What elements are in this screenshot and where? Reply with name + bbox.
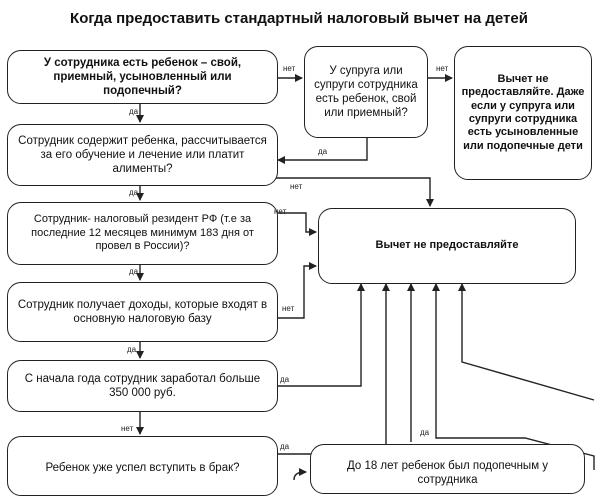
edge-extra-2 <box>458 283 595 401</box>
node-has-child: У сотрудника есть ребенок – свой, приемн… <box>7 50 278 104</box>
label-ward-yes: да <box>420 428 430 437</box>
node-income-limit: С начала года сотрудник заработал больше… <box>7 360 278 412</box>
edge-support-no <box>276 177 434 207</box>
label-support-no: нет <box>290 182 303 191</box>
node-spouse-child: У супруга или супруги сотрудника есть ре… <box>304 46 428 138</box>
edge-married-no <box>293 468 307 480</box>
page-title: Когда предоставить стандартный налоговый… <box>70 10 528 27</box>
label-support-yes: да <box>129 188 139 197</box>
label-child-no: нет <box>283 64 296 73</box>
edge-income-no <box>278 262 317 319</box>
node-tax-resident: Сотрудник- налоговый резидент РФ (т.е за… <box>7 202 278 265</box>
label-limit-yes: да <box>280 375 290 384</box>
label-income-no: нет <box>282 304 295 313</box>
label-resident-no: нет <box>274 207 287 216</box>
node-deny-deduction: Вычет не предоставляйте <box>318 208 576 284</box>
node-child-married: Ребенок уже успел вступить в брак? <box>7 436 278 496</box>
node-ward-before-18: До 18 лет ребенок был подопечным у сотру… <box>310 444 585 494</box>
node-main-income: Сотрудник получает доходы, которые входя… <box>7 282 278 342</box>
edge-extra-1 <box>432 283 595 470</box>
label-resident-yes: да <box>129 267 139 276</box>
edge-limit-yes <box>278 283 365 387</box>
label-income-yes: да <box>127 345 137 354</box>
edge-resident-no <box>278 212 317 236</box>
label-spouse-yes: да <box>318 147 328 156</box>
node-deny-unless: Вычет не предоставляйте. Даже если у суп… <box>454 46 592 180</box>
label-limit-no: нет <box>121 424 134 433</box>
label-child-yes: да <box>129 107 139 116</box>
label-spouse-no: нет <box>436 64 449 73</box>
label-married-yes: да <box>280 442 290 451</box>
node-supports-child: Сотрудник содержит ребенка, рассчитывает… <box>7 124 278 186</box>
edge-spouse-yes <box>277 138 368 164</box>
